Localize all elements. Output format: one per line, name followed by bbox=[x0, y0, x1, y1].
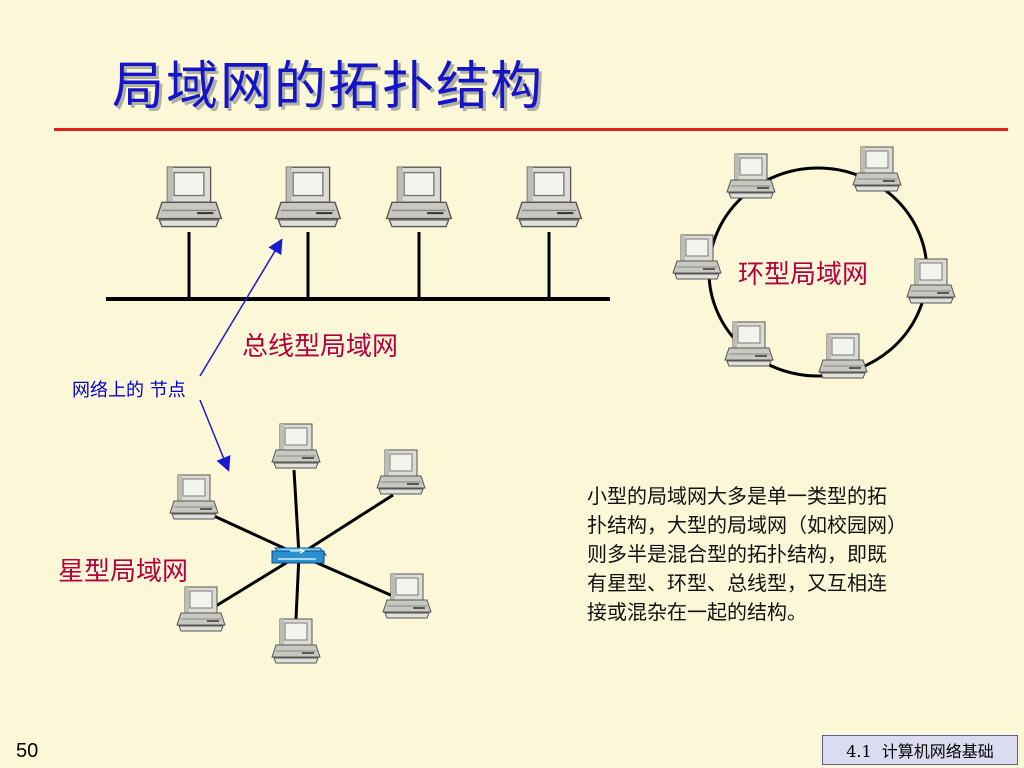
ring-computer-icon bbox=[724, 321, 774, 367]
node-label: 网络上的 节点 bbox=[72, 380, 186, 401]
bus-computer-icon bbox=[155, 166, 223, 228]
bus-label: 总线型局域网 bbox=[242, 332, 399, 362]
star-label: 星型局域网 bbox=[58, 557, 189, 587]
star-computer-icon bbox=[271, 423, 321, 469]
star-computer-icon bbox=[376, 449, 426, 495]
ring-label: 环型局域网 bbox=[738, 260, 869, 290]
node-arrow-down bbox=[199, 399, 231, 472]
footer-text: 4.1 计算机网络基础 bbox=[846, 742, 994, 761]
description-text: 小型的局域网大多是单一类型的拓 扑结构，大型的局域网（如校园网） 则多半是混合型… bbox=[587, 482, 987, 627]
ring-computer-icon bbox=[726, 153, 776, 199]
description-line: 扑结构，大型的局域网（如校园网） bbox=[587, 513, 907, 537]
description-line: 接或混杂在一起的结构。 bbox=[587, 600, 807, 624]
page-number: 50 bbox=[16, 740, 39, 762]
description-line: 小型的局域网大多是单一类型的拓 bbox=[587, 484, 887, 508]
bus-computer-icon bbox=[385, 166, 453, 228]
ring-topology bbox=[672, 146, 956, 379]
bus-computer-icon bbox=[274, 166, 342, 228]
footer-section-label: 4.1 计算机网络基础 bbox=[822, 735, 1018, 765]
star-computer-icon bbox=[176, 586, 226, 632]
title-underline bbox=[54, 128, 1008, 131]
ring-computer-icon bbox=[818, 333, 868, 379]
bus-computer-icon bbox=[515, 166, 583, 228]
hub-icon bbox=[271, 547, 328, 564]
star-computer-icon bbox=[169, 474, 219, 520]
description-line: 有星型、环型、总线型，又互相连 bbox=[587, 571, 887, 595]
bus-topology bbox=[106, 166, 610, 301]
star-computer-icon bbox=[271, 618, 321, 664]
ring-computer-icon bbox=[906, 258, 956, 304]
page-title: 局域网的拓扑结构 bbox=[112, 57, 545, 117]
ring-computer-icon bbox=[852, 146, 902, 192]
description-line: 则多半是混合型的拓扑结构，即既 bbox=[587, 542, 887, 566]
node-arrow-up bbox=[199, 238, 283, 377]
star-topology bbox=[169, 423, 432, 664]
